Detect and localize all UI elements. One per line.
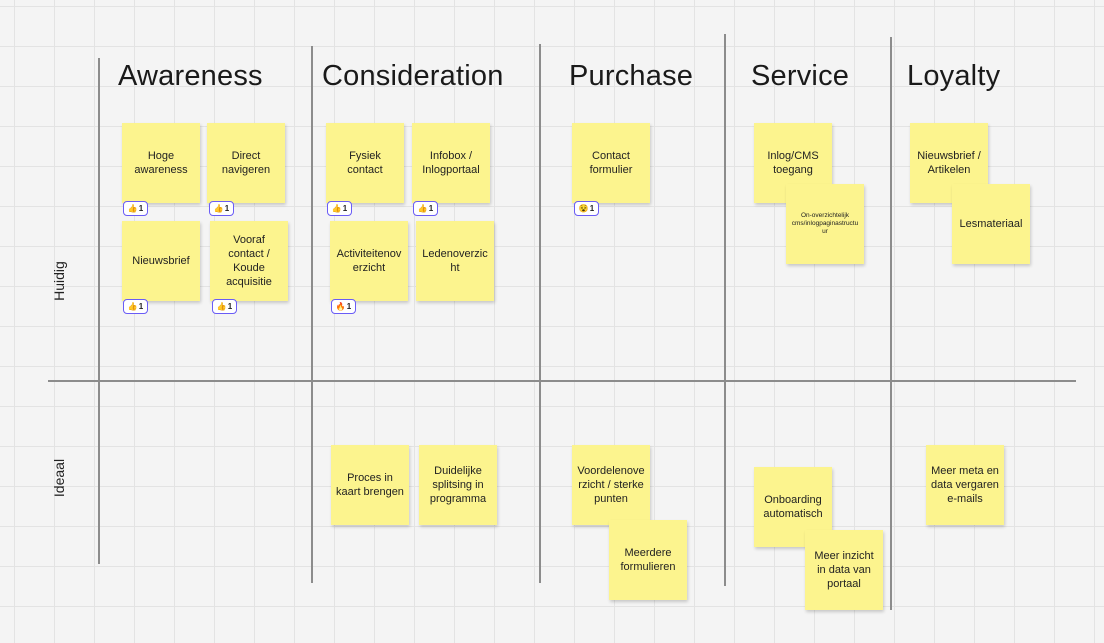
reaction-count: 1: [138, 302, 144, 311]
sticky-note[interactable]: Infobox / Inlogportaal: [412, 123, 490, 203]
dizzy-face-icon: 😵: [578, 203, 589, 213]
sticky-note[interactable]: Hoge awareness: [122, 123, 200, 203]
reaction-badge[interactable]: 👍1: [212, 299, 237, 314]
sticky-note[interactable]: Fysiek contact: [326, 123, 404, 203]
sticky-note[interactable]: Lesmateriaal: [952, 184, 1030, 264]
reaction-count: 1: [342, 204, 348, 213]
column-header-consideration[interactable]: Consideration: [322, 60, 504, 92]
column-divider: [98, 58, 100, 564]
sticky-note[interactable]: Activiteitenoverzicht: [330, 221, 408, 301]
reaction-count: 1: [346, 302, 352, 311]
fire-icon: 🔥: [335, 301, 346, 311]
column-header-awareness[interactable]: Awareness: [118, 60, 263, 92]
column-divider: [890, 37, 892, 610]
sticky-note[interactable]: Nieuwsbrief: [122, 221, 200, 301]
sticky-note[interactable]: Duidelijke splitsing in programma: [419, 445, 497, 525]
thumbs-up-icon: 👍: [331, 203, 342, 213]
reaction-badge[interactable]: 🔥1: [331, 299, 356, 314]
column-divider: [539, 44, 541, 583]
sticky-note[interactable]: Meer inzicht in data van portaal: [805, 530, 883, 610]
sticky-note[interactable]: Meer meta en data vergaren e-mails: [926, 445, 1004, 525]
column-divider: [311, 46, 313, 583]
thumbs-up-icon: 👍: [127, 203, 138, 213]
sticky-note[interactable]: Proces in kaart brengen: [331, 445, 409, 525]
sticky-note[interactable]: Meerdere formulieren: [609, 520, 687, 600]
reaction-count: 1: [224, 204, 230, 213]
reaction-badge[interactable]: 👍1: [413, 201, 438, 216]
reaction-count: 1: [138, 204, 144, 213]
reaction-badge[interactable]: 👍1: [123, 299, 148, 314]
sticky-note[interactable]: Direct navigeren: [207, 123, 285, 203]
reaction-badge[interactable]: 👍1: [327, 201, 352, 216]
column-header-service[interactable]: Service: [751, 60, 850, 92]
sticky-note[interactable]: On-overzichtelijk cms/inlogpaginastructu…: [786, 184, 864, 264]
reaction-count: 1: [589, 204, 595, 213]
column-header-purchase[interactable]: Purchase: [569, 60, 694, 92]
sticky-note[interactable]: Contact formulier: [572, 123, 650, 203]
reaction-badge[interactable]: 👍1: [209, 201, 234, 216]
reaction-badge[interactable]: 👍1: [123, 201, 148, 216]
column-header-loyalty[interactable]: Loyalty: [907, 60, 1001, 92]
reaction-badge[interactable]: 😵1: [574, 201, 599, 216]
thumbs-up-icon: 👍: [216, 301, 227, 311]
thumbs-up-icon: 👍: [417, 203, 428, 213]
row-label-ideaal[interactable]: Ideaal: [51, 458, 67, 498]
row-divider: [48, 380, 1076, 382]
thumbs-up-icon: 👍: [213, 203, 224, 213]
reaction-count: 1: [227, 302, 233, 311]
reaction-count: 1: [428, 204, 434, 213]
sticky-note[interactable]: Ledenoverzicht: [416, 221, 494, 301]
thumbs-up-icon: 👍: [127, 301, 138, 311]
row-label-huidig[interactable]: Huidig: [51, 261, 67, 301]
column-divider: [724, 34, 726, 586]
sticky-note[interactable]: Voordelenoverzicht / sterke punten: [572, 445, 650, 525]
sticky-note[interactable]: Vooraf contact / Koude acquisitie: [210, 221, 288, 301]
